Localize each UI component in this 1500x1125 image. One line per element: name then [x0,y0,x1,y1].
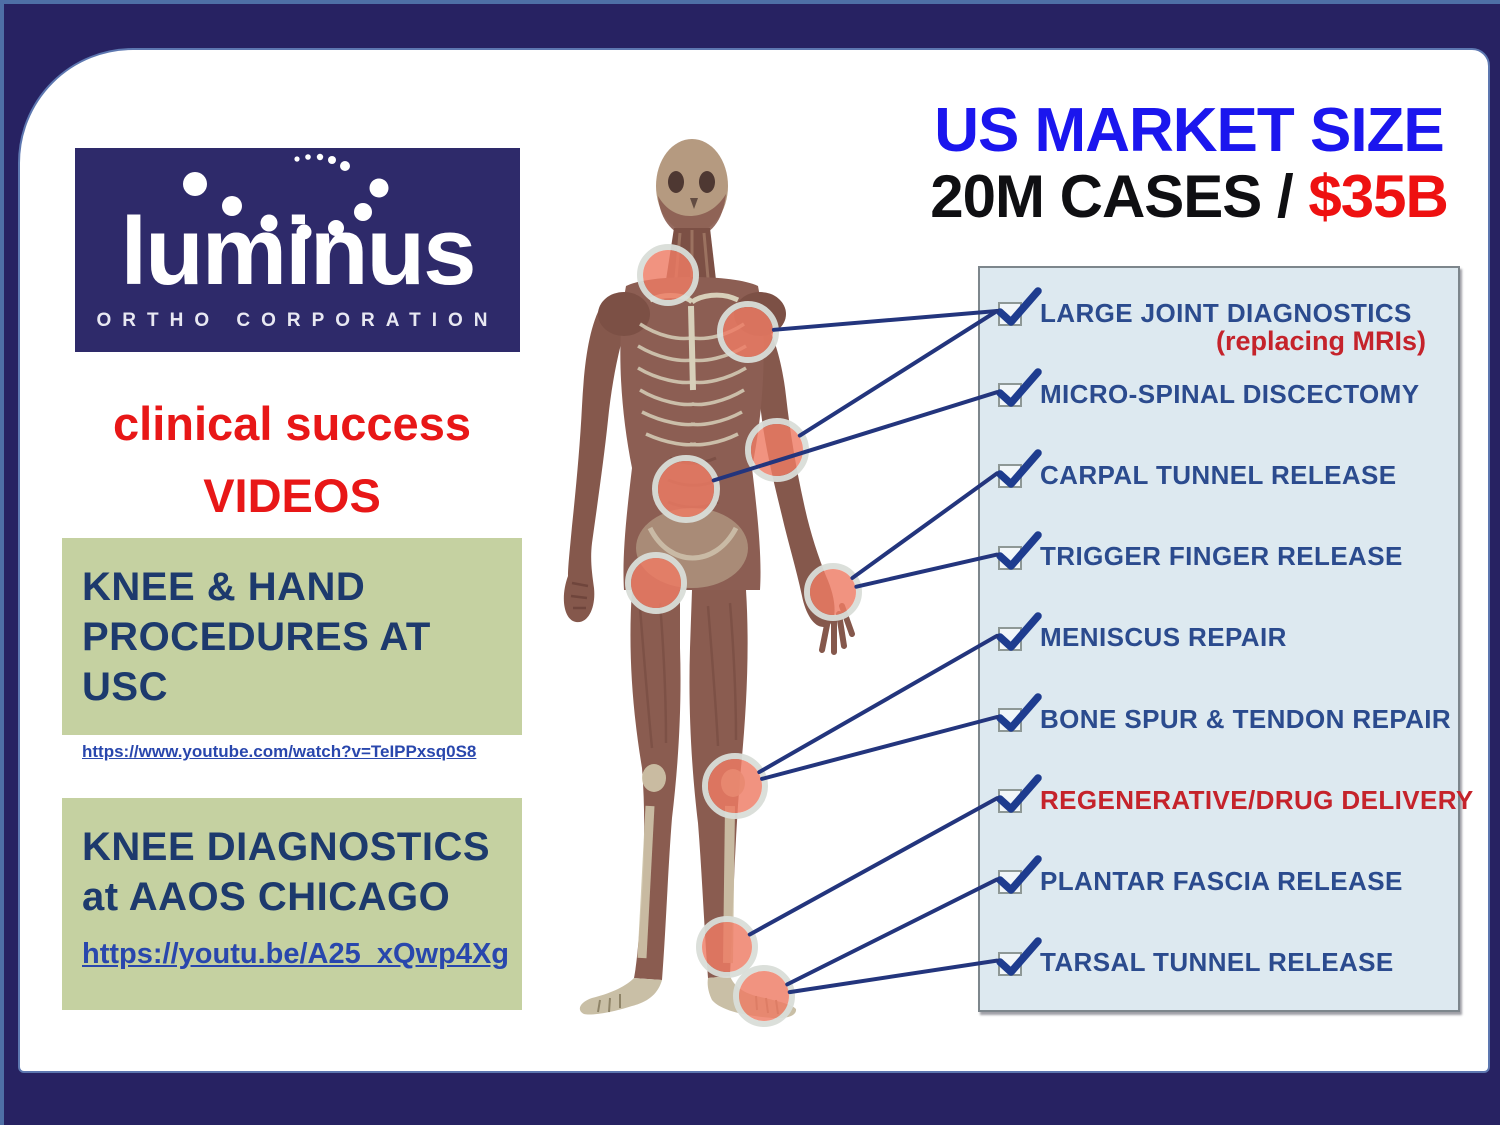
checkmark-icon [996,855,1042,895]
checklist-item-label: TARSAL TUNNEL RELEASE [1040,947,1394,978]
market-value: $35B [1308,163,1448,230]
market-title: US MARKET SIZE [934,96,1445,165]
checkmark-icon [996,368,1042,407]
checklist-item-label: PLANTAR FASCIA RELEASE [1040,865,1403,896]
checklist-item: CARPAL TUNNEL RELEASE [996,449,1397,491]
checkbox-wrap [996,855,1042,897]
checklist-item-label: REGENERATIVE/DRUG DELIVERY [1040,784,1474,815]
logo-dots-icon [183,153,389,240]
slide-left-edge [0,0,4,1125]
slide-top-edge [0,0,1500,4]
replacing-mris-note: (replacing MRIs) [1215,326,1426,356]
logo-subtitle: ORTHO CORPORATION [96,310,499,331]
clinical-success-heading: clinical success VIDEOS [42,388,542,532]
checkbox-wrap [996,287,1042,329]
checklist-item-label: LARGE JOINT DIAGNOSTICS [1040,297,1412,328]
checkbox-wrap [996,449,1042,491]
checklist-item: REGENERATIVE/DRUG DELIVERY [996,774,1474,816]
video-box-usc-link[interactable]: https://www.youtube.com/watch?v=TeIPPxsq… [82,742,477,761]
clinical-success-line1: clinical success [113,397,471,450]
market-figures: 20M CASES / $35B [900,164,1478,230]
checklist-item-label: TRIGGER FINGER RELEASE [1040,541,1403,572]
checkbox-wrap [996,612,1042,654]
video-box-usc-title: KNEE & HAND PROCEDURES AT USC [82,565,431,709]
checkmark-icon [996,612,1042,651]
checkmark-icon [996,530,1042,570]
checklist-item: MICRO-SPINAL DISCECTOMY [996,368,1420,410]
checkbox-wrap [996,530,1042,573]
company-logo: luminus ORTHO CORPORATION [75,148,520,352]
checklist-item: PLANTAR FASCIA RELEASE [996,855,1403,897]
clinical-success-line2: VIDEOS [203,469,381,522]
checklist-item: TARSAL TUNNEL RELEASE [996,936,1394,979]
checklist-item: MENISCUS REPAIR [996,612,1287,654]
checklist-item: TRIGGER FINGER RELEASE [996,530,1403,573]
checkmark-icon [996,693,1042,732]
checkmark-icon [996,449,1042,489]
logo-brand-text: luminus [120,198,476,305]
checklist-item-label: MICRO-SPINAL DISCECTOMY [1040,378,1420,409]
checkbox-wrap [996,368,1042,410]
checkbox-wrap [996,936,1042,979]
market-cases: 20M CASES / [930,163,1309,230]
checklist-item: BONE SPUR & TENDON REPAIR [996,693,1452,735]
checkbox-wrap [996,774,1042,816]
market-headline: US MARKET SIZE 20M CASES / $35B [900,98,1478,230]
video-box-aaos: KNEE DIAGNOSTICS at AAOS CHICAGO https:/… [62,798,522,1010]
checklist-item-label: MENISCUS REPAIR [1040,622,1287,653]
checklist-item-label: CARPAL TUNNEL RELEASE [1040,459,1397,490]
checkmark-icon [996,287,1042,326]
video-box-aaos-title: KNEE DIAGNOSTICS at AAOS CHICAGO [82,825,491,919]
anatomy-figure [563,139,855,1019]
checkbox-wrap [996,693,1042,735]
checklist-item: LARGE JOINT DIAGNOSTICS [996,287,1412,329]
video-box-aaos-link[interactable]: https://youtu.be/A25_xQwp4Xg [82,938,509,970]
checkmark-icon [996,774,1042,813]
procedures-checklist-panel: (replacing MRIs) LARGE JOINT DIAGNOSTICS… [978,266,1473,1012]
video-box-usc: KNEE & HAND PROCEDURES AT USC https://ww… [62,538,522,761]
checklist-item-label: BONE SPUR & TENDON REPAIR [1040,703,1452,734]
checkmark-icon [996,936,1042,976]
